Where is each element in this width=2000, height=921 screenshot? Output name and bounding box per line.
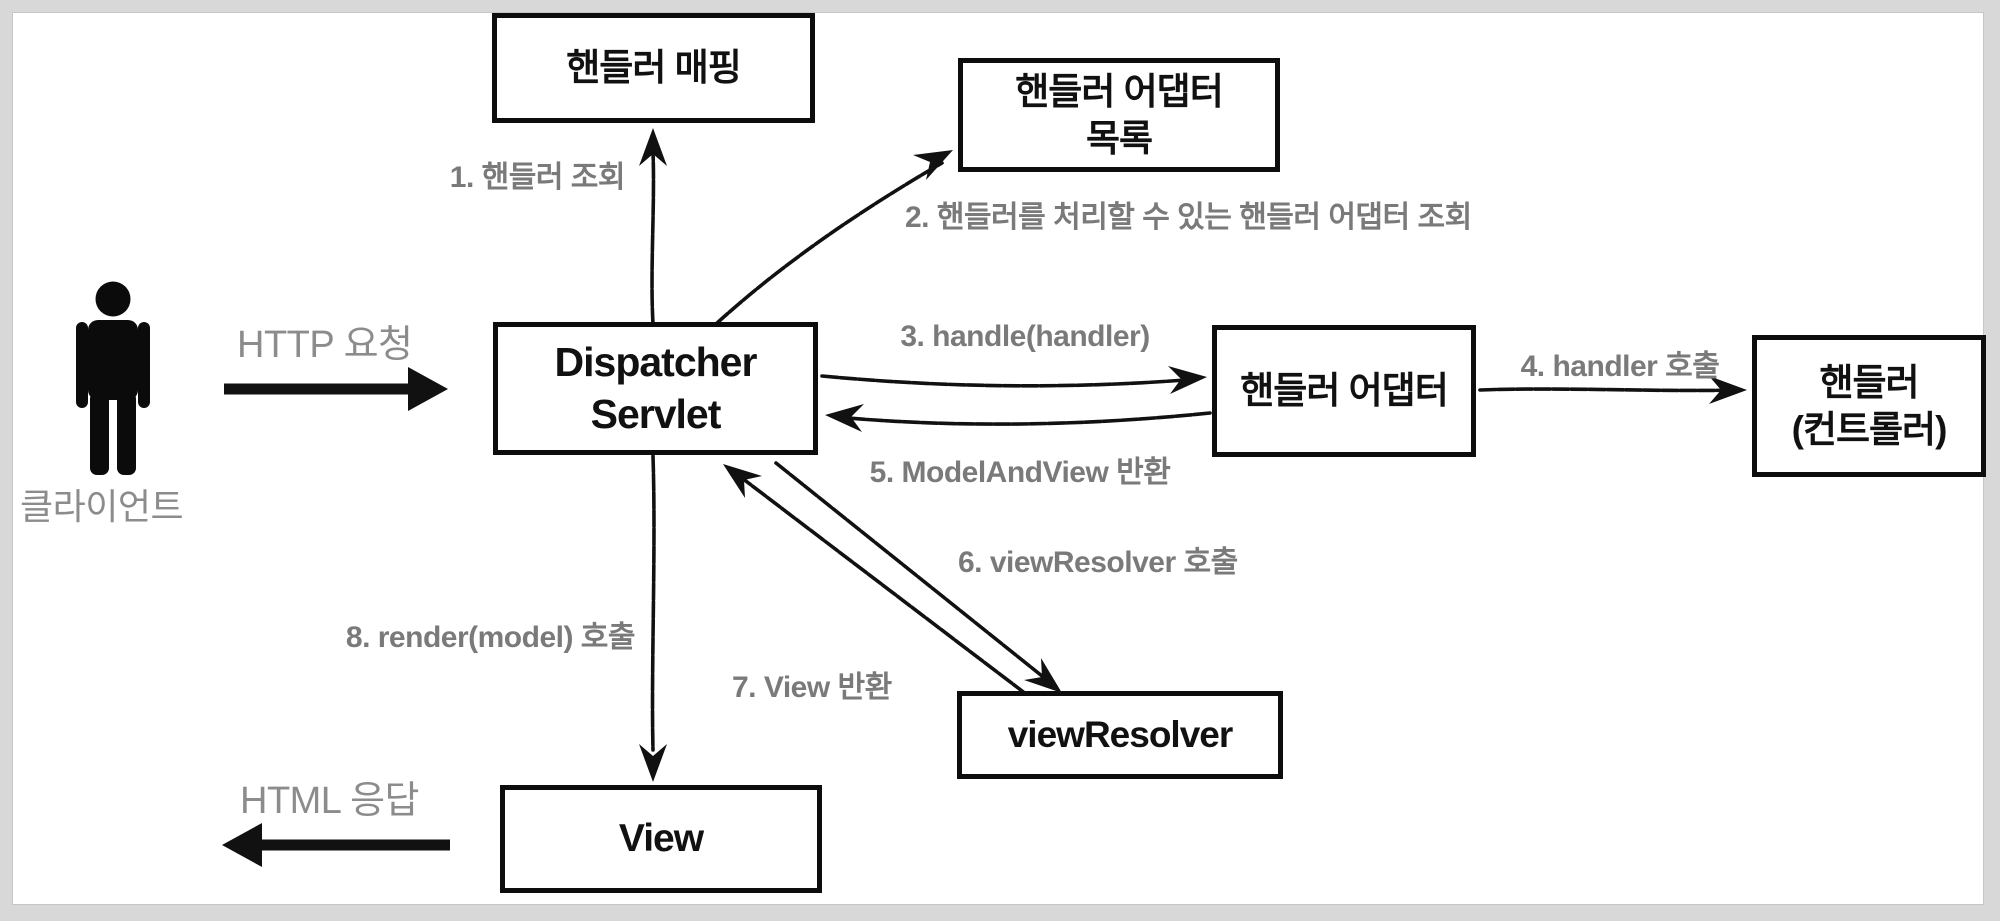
box-handler-controller-line1: 핸들러 bbox=[1819, 361, 1919, 403]
label-html-response: HTML 응답 bbox=[240, 780, 420, 822]
box-handler-mapping-label: 핸들러 매핑 bbox=[566, 47, 741, 89]
label-step-4: 4. handler 호출 bbox=[1520, 350, 1720, 383]
label-client: 클라이언트 bbox=[20, 486, 184, 527]
label-http-request: HTTP 요청 bbox=[237, 324, 413, 366]
label-step-5: 5. ModelAndView 반환 bbox=[869, 456, 1171, 489]
box-handler-controller-line2: (컨트롤러) bbox=[1791, 409, 1948, 450]
box-handler-adapter-list-line2: 목록 bbox=[1085, 118, 1153, 159]
box-dispatcher-servlet: Dispatcher Servlet bbox=[493, 322, 818, 455]
box-handler-adapter-label: 핸들러 어댑터 bbox=[1240, 370, 1449, 412]
box-handler-adapter-list-line1: 핸들러 어댑터 bbox=[1015, 70, 1224, 112]
box-view-resolver: viewResolver bbox=[957, 691, 1283, 779]
box-view-label: View bbox=[618, 816, 704, 860]
label-step-3: 3. handle(handler) bbox=[900, 320, 1150, 353]
label-step-8: 8. render(model) 호출 bbox=[345, 621, 636, 654]
label-step-7: 7. View 반환 bbox=[732, 671, 892, 704]
box-dispatcher-servlet-line2: Servlet bbox=[590, 390, 722, 437]
box-dispatcher-servlet-line1: Dispatcher bbox=[554, 339, 758, 386]
box-handler-adapter: 핸들러 어댑터 bbox=[1212, 325, 1476, 457]
box-handler-controller: 핸들러 (컨트롤러) bbox=[1752, 335, 1986, 477]
box-handler-adapter-list: 핸들러 어댑터 목록 bbox=[958, 58, 1280, 172]
box-handler-mapping: 핸들러 매핑 bbox=[492, 13, 815, 123]
box-view-resolver-label: viewResolver bbox=[1007, 713, 1234, 755]
label-step-6: 6. viewResolver 호출 bbox=[958, 546, 1238, 579]
label-step-2: 2. 핸들러를 처리할 수 있는 핸들러 어댑터 조회 bbox=[905, 201, 1472, 234]
label-step-1: 1. 핸들러 조회 bbox=[449, 161, 626, 194]
box-view: View bbox=[500, 785, 822, 893]
